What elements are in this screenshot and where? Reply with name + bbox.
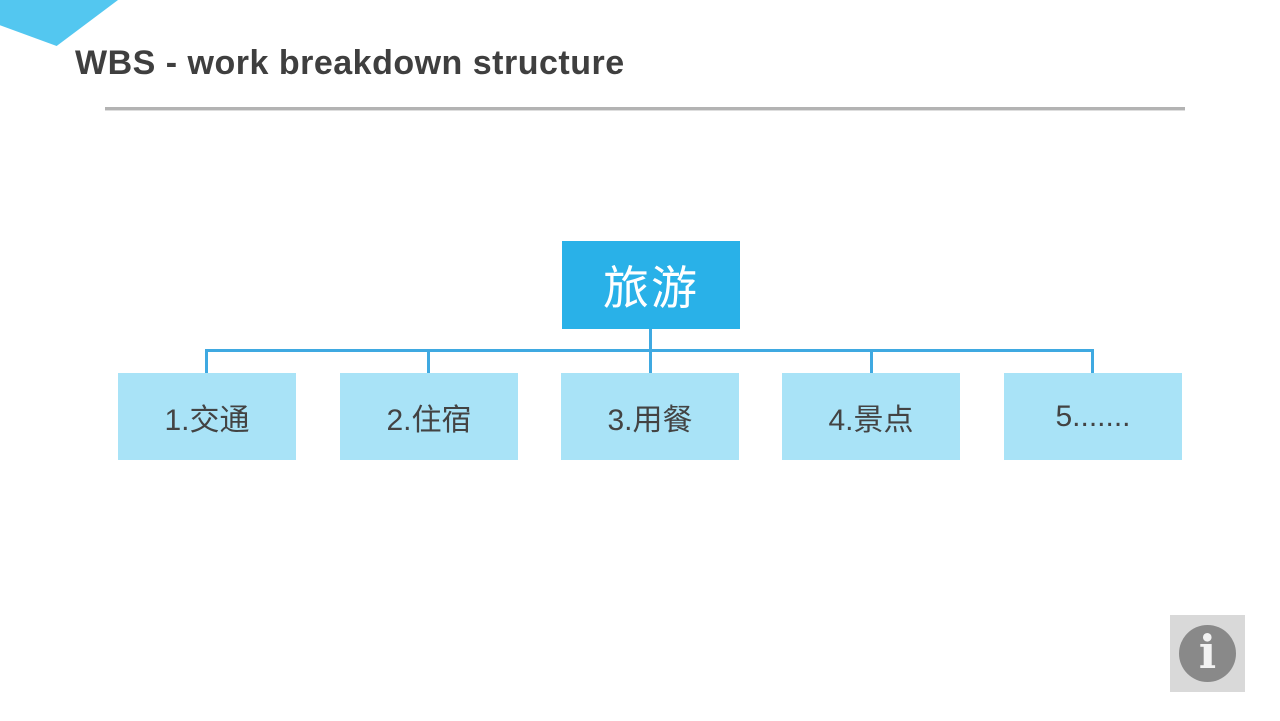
connector-stub-2 (427, 349, 430, 374)
title-underline (105, 107, 1185, 111)
wbs-child-node-dining: 3.用餐 (561, 373, 739, 460)
wbs-child-node-transport: 1.交通 (118, 373, 296, 460)
connector-root-stub (649, 329, 652, 350)
wbs-root-node: 旅游 (562, 241, 740, 329)
wbs-child-node-sights: 4.景点 (782, 373, 960, 460)
connector-stub-1 (205, 349, 208, 374)
info-icon: i (1179, 625, 1236, 682)
connector-stub-3 (649, 349, 652, 374)
slide-title: WBS - work breakdown structure (75, 44, 625, 82)
wbs-child-node-more: 5....... (1004, 373, 1182, 460)
connector-stub-5 (1091, 349, 1094, 374)
connector-stub-4 (870, 349, 873, 374)
wbs-child-node-lodging: 2.住宿 (340, 373, 518, 460)
info-icon-glyph: i (1198, 624, 1217, 679)
watermark-logo: i (1170, 615, 1245, 692)
